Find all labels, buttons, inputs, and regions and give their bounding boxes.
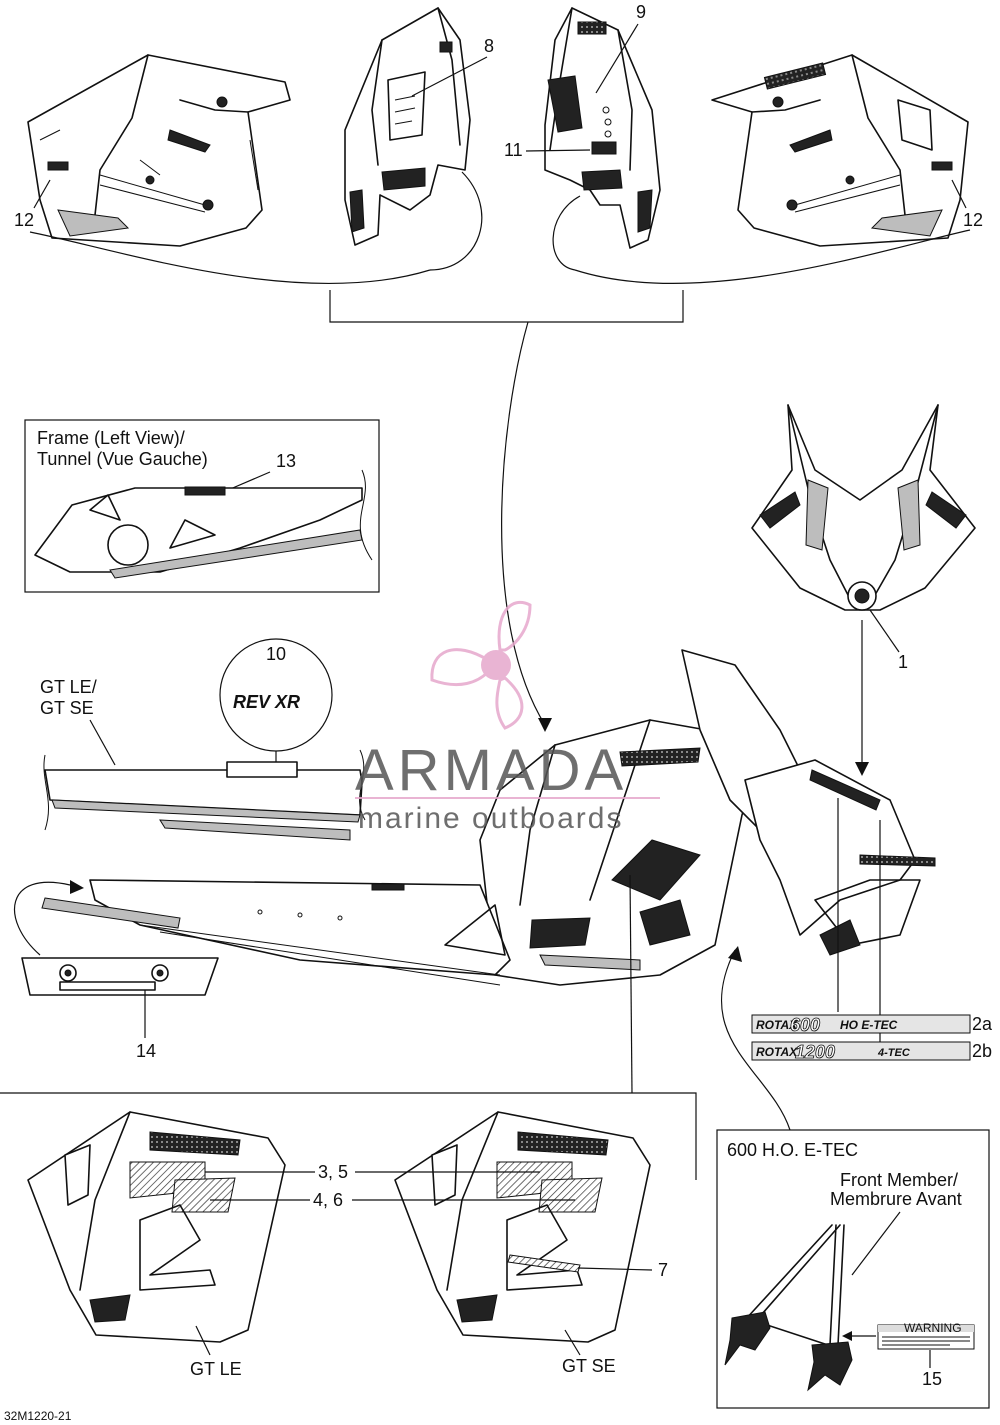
warning-decal-title: WARNING bbox=[904, 1321, 962, 1335]
main-sled bbox=[41, 649, 936, 986]
armada-watermark: ARMADA marine outboards bbox=[355, 600, 660, 835]
decal-2a-model: 600 bbox=[790, 1015, 820, 1035]
engine-inset-curve bbox=[721, 949, 791, 1131]
hood-assembly: 1 bbox=[751, 404, 976, 672]
callout-7: 7 bbox=[658, 1260, 668, 1280]
decal-14 bbox=[59, 981, 156, 991]
callout-10: 10 bbox=[266, 644, 286, 664]
callout-1: 1 bbox=[898, 652, 908, 672]
top-left-side-panel bbox=[27, 54, 291, 247]
top-right-side-panel bbox=[711, 54, 969, 247]
gt-se-label: GT SE bbox=[562, 1356, 616, 1376]
bumper-arrow-head bbox=[70, 880, 84, 894]
engine-inset-box bbox=[716, 1129, 990, 1409]
propeller-logo-icon bbox=[430, 600, 532, 730]
frame-inset-title-line1: Frame (Left View)/ bbox=[37, 428, 185, 448]
callout-9: 9 bbox=[636, 2, 646, 22]
engine-inset-title: 600 H.O. E-TEC bbox=[727, 1140, 858, 1160]
decal-2a-suffix: HO E-TEC bbox=[840, 1018, 898, 1032]
leader-13 bbox=[227, 471, 271, 491]
gt-le-se-label-line1: GT LE/ bbox=[40, 677, 97, 697]
decal-2b-model: 1200 bbox=[795, 1042, 835, 1062]
top-bracket bbox=[329, 290, 684, 323]
callout-14: 14 bbox=[136, 1041, 156, 1061]
leader-12-left bbox=[33, 179, 51, 209]
leader-8 bbox=[411, 56, 488, 97]
front-member-strut-left bbox=[744, 1224, 841, 1323]
decal-4-6-gt-le bbox=[171, 1177, 236, 1213]
front-member-label-line1: Front Member/ bbox=[840, 1170, 958, 1190]
decal-2b-brand: ROTAX bbox=[756, 1045, 798, 1059]
watermark-brand: ARMADA bbox=[355, 738, 627, 803]
front-member-strut-right bbox=[829, 1224, 845, 1346]
gt-le-se-tunnel: GT LE/ GT SE bbox=[40, 677, 366, 841]
leader-gt-le-se bbox=[89, 719, 116, 766]
leader-1 bbox=[869, 609, 900, 653]
callout-12-right: 12 bbox=[963, 210, 983, 230]
decal-2b-suffix: 4-TEC bbox=[877, 1047, 911, 1059]
rotax-decal-2b: ROTAX 1200 4-TEC 2b bbox=[751, 1041, 992, 1062]
sled-tunnel bbox=[89, 879, 511, 976]
center-right-curve bbox=[552, 195, 581, 271]
top-center-right-side-panel bbox=[544, 7, 661, 249]
front-member-label-line2: Membrure Avant bbox=[830, 1189, 962, 1209]
decal-7-gt-se bbox=[507, 1254, 581, 1273]
frame-inset: Frame (Left View)/ Tunnel (Vue Gauche) 1… bbox=[24, 419, 380, 593]
callout-15: 15 bbox=[922, 1369, 942, 1389]
callout-8: 8 bbox=[484, 36, 494, 56]
rev-xr-callout: 10 REV XR bbox=[219, 638, 333, 772]
hood-arrow-head bbox=[855, 762, 869, 776]
decal-13 bbox=[184, 486, 226, 496]
leader-9 bbox=[595, 23, 639, 94]
callout-11: 11 bbox=[504, 140, 523, 160]
right-panel-curve bbox=[574, 229, 971, 285]
callout-2a: 2a bbox=[972, 1014, 993, 1034]
bumper-curve bbox=[13, 881, 71, 956]
leader-7 bbox=[577, 1267, 653, 1271]
front-member-foot-right bbox=[807, 1341, 853, 1392]
watermark-tagline: marine outboards bbox=[358, 802, 623, 835]
engine-inset: 600 H.O. E-TEC Front Member/ Membrure Av… bbox=[716, 1129, 990, 1409]
gt-le-panel: GT LE bbox=[27, 1111, 286, 1379]
rev-xr-logo: REV XR bbox=[233, 692, 300, 712]
gt-se-panel: GT SE bbox=[394, 1111, 651, 1376]
leader-gt-le bbox=[195, 1325, 211, 1356]
top-center-left-side-panel bbox=[344, 7, 471, 246]
callout-13: 13 bbox=[276, 451, 296, 471]
front-member-foot-left bbox=[724, 1311, 771, 1366]
leader-12-right bbox=[951, 179, 967, 209]
decal-4-6-gt-se bbox=[538, 1177, 603, 1213]
center-left-curve bbox=[429, 171, 483, 271]
part-code: 32M1220-21 bbox=[4, 1409, 72, 1423]
callout-3-5: 3, 5 bbox=[318, 1162, 348, 1182]
left-panel-curve bbox=[29, 231, 431, 285]
rear-bumper: 14 bbox=[21, 957, 219, 1061]
callout-4-6: 4, 6 bbox=[313, 1190, 343, 1210]
callout-12-left: 12 bbox=[14, 210, 34, 230]
frame-inset-title-line2: Tunnel (Vue Gauche) bbox=[37, 449, 208, 469]
decal-2a-brand: ROTAX bbox=[756, 1018, 798, 1032]
rev-xr-decal-on-tunnel bbox=[226, 761, 298, 778]
arrow-head bbox=[538, 718, 552, 732]
leader-front-member bbox=[851, 1211, 901, 1276]
bottom-bracket bbox=[0, 1092, 697, 1180]
gt-le-se-label-line2: GT SE bbox=[40, 698, 94, 718]
callout-2b: 2b bbox=[972, 1041, 992, 1061]
bracket-to-sled-curve bbox=[501, 321, 546, 726]
rotax-decal-2a: ROTAX 600 HO E-TEC 2a bbox=[751, 1014, 993, 1035]
frame-inset-box bbox=[24, 419, 380, 593]
sled-to-bottom-leader bbox=[629, 874, 633, 1094]
leader-11 bbox=[525, 149, 591, 152]
gt-le-label: GT LE bbox=[190, 1359, 242, 1379]
leader-gt-se bbox=[564, 1329, 581, 1356]
engine-arrow-head bbox=[728, 946, 742, 962]
